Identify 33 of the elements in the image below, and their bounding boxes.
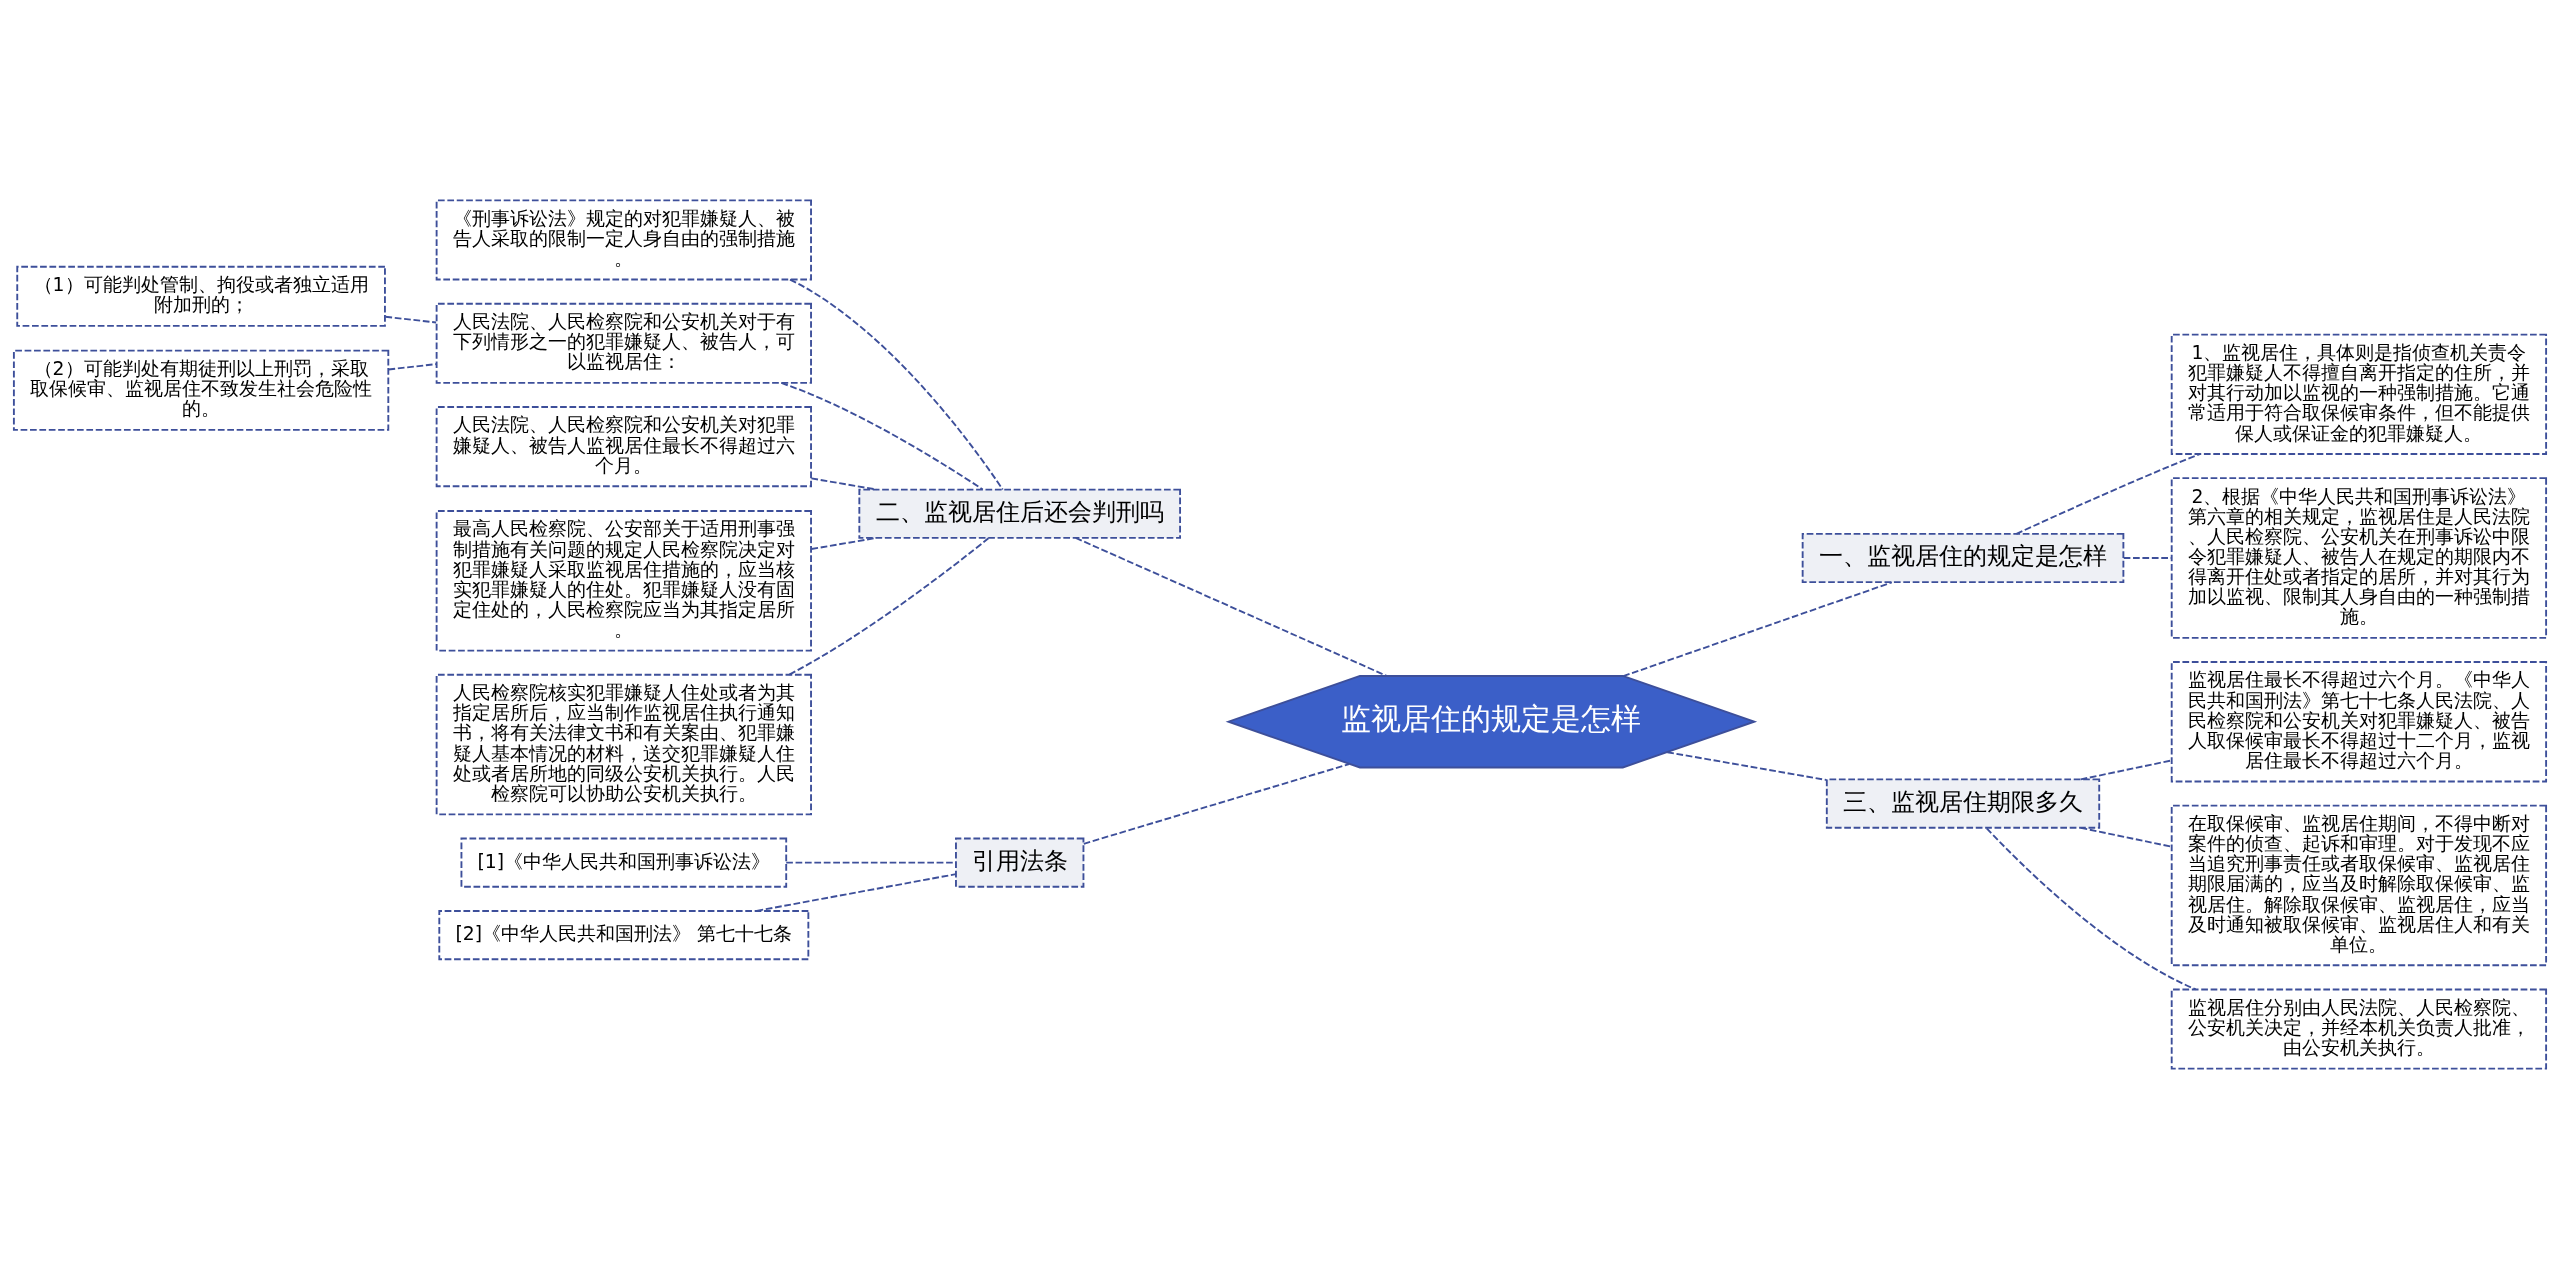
connector [384,315,438,324]
connector [1082,763,1351,845]
connector [788,537,990,676]
connector [2079,759,2173,781]
node-box: 《刑事诉讼法》规定的对犯罪嫌疑人、被告人采取的限制一定人身自由的强制措施。 [435,199,812,281]
connector [1985,827,2197,991]
node-box: 监视居住最长不得超过六个月。《中华人民共和国刑法》第七十七条人民法院、人民检察院和公安机关对犯罪嫌疑人、被告人取保候审最长不得超过十二个月，监视居住最长不得超过六个月。 [2170,661,2548,783]
connector [2079,826,2173,848]
node-box: 人民法院、人民检察院和公安机关对犯罪嫌疑人、被告人监视居住最长不得超过六个月。 [435,406,812,488]
node-box: 人民法院、人民检察院和公安机关对于有下列情形之一的犯罪嫌疑人、被告人，可以监视居住： [435,302,812,384]
node-box: 监视居住分别由人民法院、人民检察院、公安机关决定，并经本机关负责人批准，由公安机关执行。 [2170,988,2548,1070]
connector [1074,537,1388,677]
node-box: （2）可能判处有期徒刑以上刑罚，采取取保候审、监视居住不致发生社会危险性的。 [12,349,390,431]
connector [2122,557,2173,559]
connector [755,873,957,912]
node-box: 最高人民检察院、公安部关于适用刑事强制措施有关问题的规定人民检察院决定对犯罪嫌疑人采取监视居住措施的，应当核实犯罪嫌疑人的住处。犯罪嫌疑人没有固定住处的，人民检察院应当为其指定居所。 [435,510,812,652]
node-box: 一、监视居住的规定是怎样 [1801,532,2125,584]
connector [1622,581,1893,678]
node-box: （1）可能判处管制、拘役或者独立适用附加刑的； [16,265,386,327]
node-box: 二、监视居住后还会判刑吗 [858,488,1181,539]
node-box: 人民检察院核实犯罪嫌疑人住处或者为其指定居所后，应当制作监视居住执行通知书，将有关法律文书和有关案由、犯罪嫌疑人基本情况的材料，送交犯罪嫌疑人住处或者居所地的同级公安机关执行。人民检察院可以协助公安机关执行。 [435,673,812,816]
connector [780,382,984,491]
node-box: 引用法条 [955,837,1085,888]
node-box: [1]《中华人民共和国刑事诉讼法》 [460,837,788,888]
connector [1666,751,1828,781]
node-box: 2、根据《中华人民共和国刑事诉讼法》第六章的相关规定，监视居住是人民法院、人民检察院、公安机关在刑事诉讼中限令犯罪嫌疑人、被告人在规定的期限内不得离开住处或者指定的居所，并对其行为加以监视、限制其人身自由的一种强制措施。 [2170,477,2548,639]
node-box: 1、监视居住，具体则是指侦查机关责令犯罪嫌疑人不得擅自离开指定的住所，并对其行动加以监视的一种强制措施。它通常适用于符合取保候审条件，但不能提供保人或保证金的犯罪嫌疑人。 [2170,333,2548,455]
connector [2015,453,2201,535]
connector [789,278,1004,491]
node-box: [2]《中华人民共和国刑法》 第七十七条 [438,910,810,961]
connector [387,363,438,371]
node-box: 三、监视居住期限多久 [1825,778,2101,829]
node-box: 在取保候审、监视居住期间，不得中断对案件的侦查、起诉和审理。对于发现不应当追究刑事责任或者取保候审、监视居住期限届满的，应当及时解除取保候审、监视居住。解除取保候审、监视居住，应当及时通知被取保候审、监视居住人和有关单位。 [2170,804,2548,967]
